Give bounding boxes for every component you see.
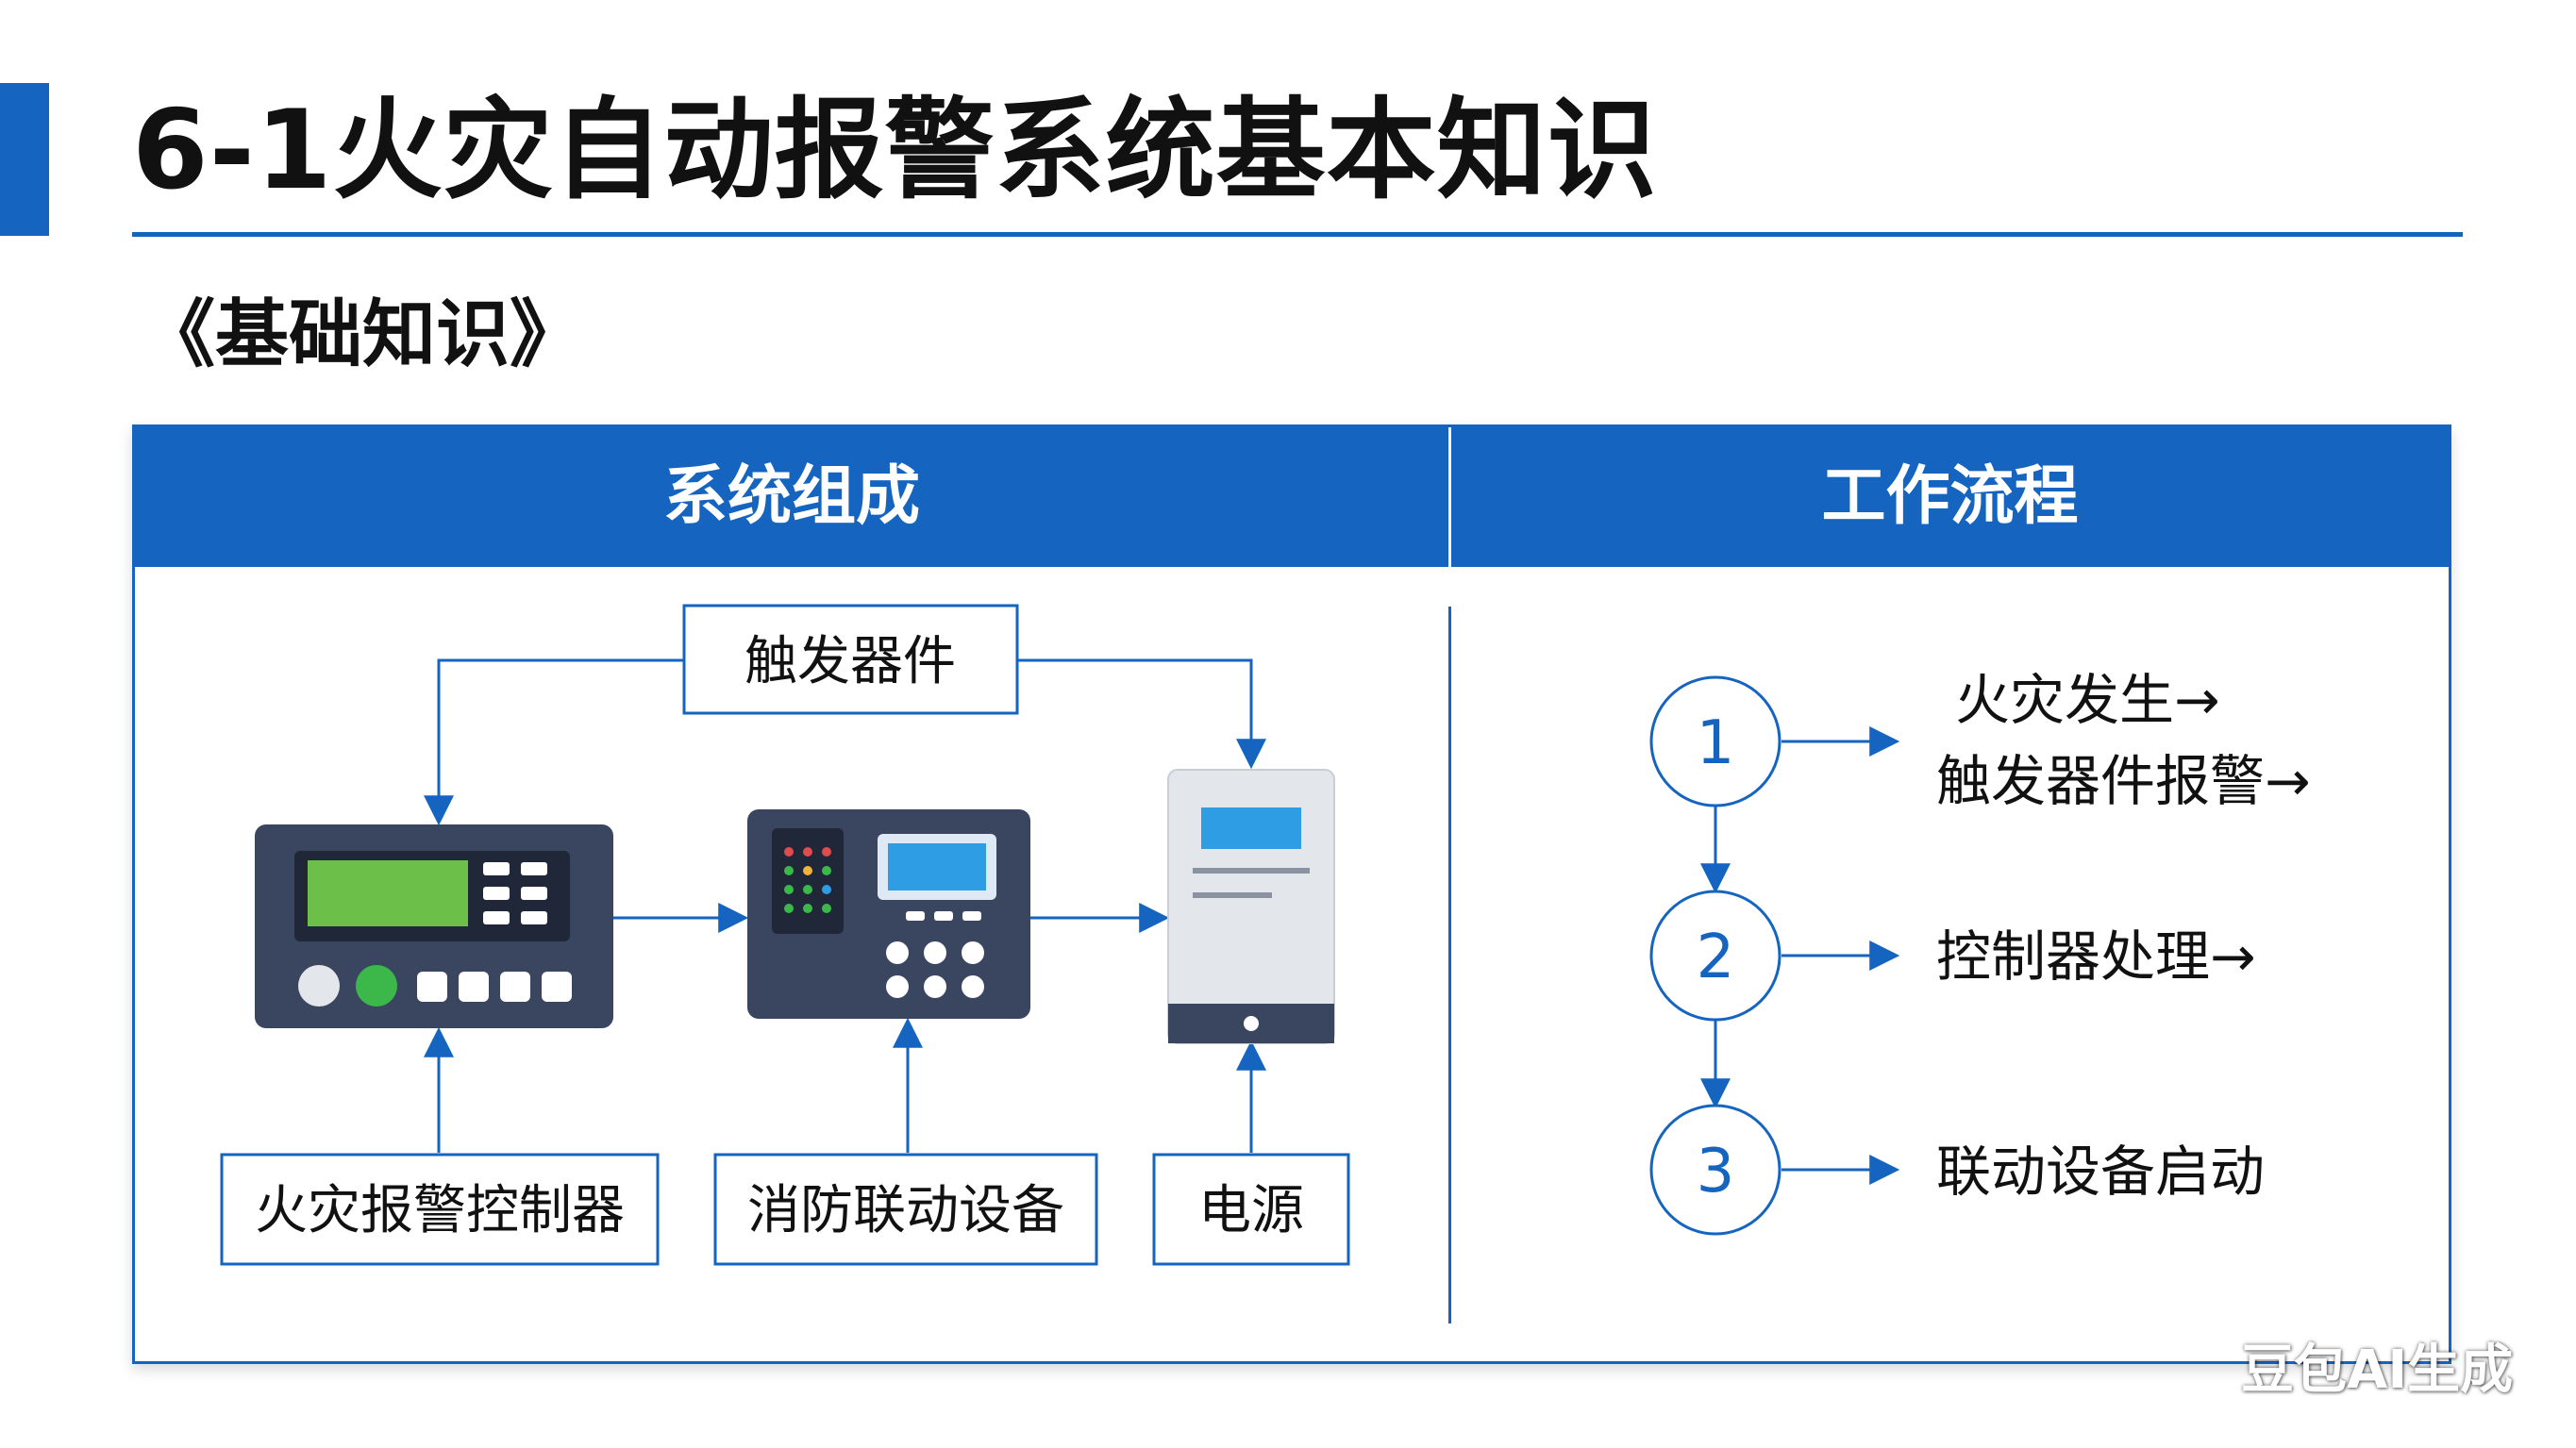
power-box: 电源 (1152, 1153, 1350, 1266)
section-subtitle: 《基础知识》 (142, 292, 584, 377)
trigger-to-controller-line (424, 658, 684, 826)
title-accent-bar (0, 83, 49, 236)
step-1-line-2: 触发器件报警→ (1936, 749, 2311, 813)
linkage-box: 消防联动设备 (713, 1153, 1098, 1266)
workflow-connectors (1700, 726, 1900, 1185)
step-2-line-1: 控制器处理→ (1936, 924, 2256, 989)
trigger-label: 触发器件 (744, 631, 956, 692)
title-underline (132, 232, 2463, 237)
header-system-composition: 系统组成 (662, 459, 920, 534)
workflow-step-1: 1 火灾发生→ 触发器件报警→ (1649, 668, 2311, 813)
workflow-step-2: 2 控制器处理→ (1649, 890, 2256, 1022)
power-device-icon (1167, 769, 1335, 1044)
workflow-step-3: 3 联动设备启动 (1649, 1104, 2265, 1236)
header-workflow: 工作流程 (1821, 459, 2079, 534)
page-title: 6-1火灾自动报警系统基本知识 (132, 87, 1658, 214)
panel-header: 系统组成 工作流程 (135, 427, 2449, 567)
body-divider (1448, 607, 1451, 1323)
step-3-line-1: 联动设备启动 (1936, 1140, 2265, 1204)
step-1-number: 1 (1697, 708, 1735, 778)
power-label: 电源 (1198, 1180, 1304, 1241)
controller-label: 火灾报警控制器 (255, 1180, 625, 1241)
controller-device-icon (255, 824, 613, 1028)
step-3-number: 3 (1697, 1137, 1735, 1207)
linkage-label: 消防联动设备 (747, 1180, 1064, 1241)
controller-box: 火灾报警控制器 (220, 1153, 660, 1266)
step-1-line-1: 火灾发生→ (1955, 668, 2220, 732)
linkage-device-icon (747, 809, 1030, 1019)
header-divider (1448, 427, 1451, 567)
composition-connectors (424, 658, 1266, 1153)
watermark: 豆包AI生成 (2241, 1340, 2514, 1401)
trigger-to-power-line (1017, 658, 1266, 770)
trigger-box: 触发器件 (682, 604, 1019, 715)
step-2-number: 2 (1697, 923, 1735, 992)
